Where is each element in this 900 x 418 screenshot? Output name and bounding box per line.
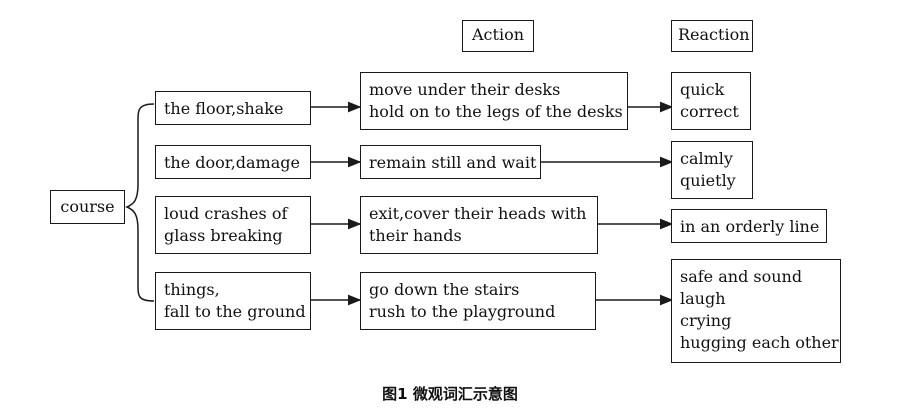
- root-node: course: [50, 190, 125, 224]
- cause-2-line-1: the door,damage: [164, 153, 300, 172]
- reaction-2-line-2: quietly: [680, 171, 736, 190]
- header-reaction-label: Reaction: [678, 25, 750, 44]
- reaction-1-line-1: quick: [680, 80, 725, 99]
- cause-4-line-1: things,: [164, 280, 220, 299]
- reaction-2-line-1: calmly: [680, 149, 733, 168]
- action-box-3: exit,cover their heads with their hands: [360, 196, 598, 254]
- figure-caption: 图1 微观词汇示意图: [382, 385, 518, 403]
- curly-brace: [125, 103, 155, 302]
- cause-3-line-1: loud crashes of: [164, 204, 288, 223]
- reaction-box-4: safe and sound laugh crying hugging each…: [671, 259, 841, 363]
- cause-box-3: loud crashes of glass breaking: [155, 196, 311, 254]
- cause-1-line-1: the floor,shake: [164, 99, 284, 118]
- action-3-line-2: their hands: [369, 226, 462, 245]
- header-action-label: Action: [472, 25, 524, 44]
- cause-box-2: the door,damage: [155, 145, 311, 179]
- reaction-4-line-3: crying: [680, 311, 732, 330]
- cause-box-4: things, fall to the ground: [155, 272, 311, 330]
- action-4-line-1: go down the stairs: [369, 280, 520, 299]
- reaction-4-line-1: safe and sound: [680, 267, 803, 286]
- reaction-box-2: calmly quietly: [671, 141, 753, 199]
- cause-3-line-2: glass breaking: [164, 226, 283, 245]
- root-label: course: [60, 197, 115, 216]
- header-reaction: Reaction: [671, 20, 753, 52]
- cause-4-line-2: fall to the ground: [164, 302, 306, 321]
- reaction-4-line-2: laugh: [680, 289, 726, 308]
- reaction-1-line-2: correct: [680, 102, 739, 121]
- reaction-4-line-4: hugging each other: [680, 333, 839, 352]
- header-action: Action: [462, 20, 534, 52]
- action-4-line-2: rush to the playground: [369, 302, 556, 321]
- action-2-line-1: remain still and wait: [369, 153, 537, 172]
- reaction-3-line-1: in an orderly line: [680, 217, 820, 236]
- cause-box-1: the floor,shake: [155, 91, 311, 125]
- reaction-box-1: quick correct: [671, 72, 751, 130]
- action-box-4: go down the stairs rush to the playgroun…: [360, 272, 596, 330]
- action-3-line-1: exit,cover their heads with: [369, 204, 587, 223]
- action-1-line-2: hold on to the legs of the desks: [369, 102, 623, 121]
- action-box-1: move under their desks hold on to the le…: [360, 72, 628, 130]
- reaction-box-3: in an orderly line: [671, 209, 827, 243]
- action-box-2: remain still and wait: [360, 145, 541, 179]
- action-1-line-1: move under their desks: [369, 80, 561, 99]
